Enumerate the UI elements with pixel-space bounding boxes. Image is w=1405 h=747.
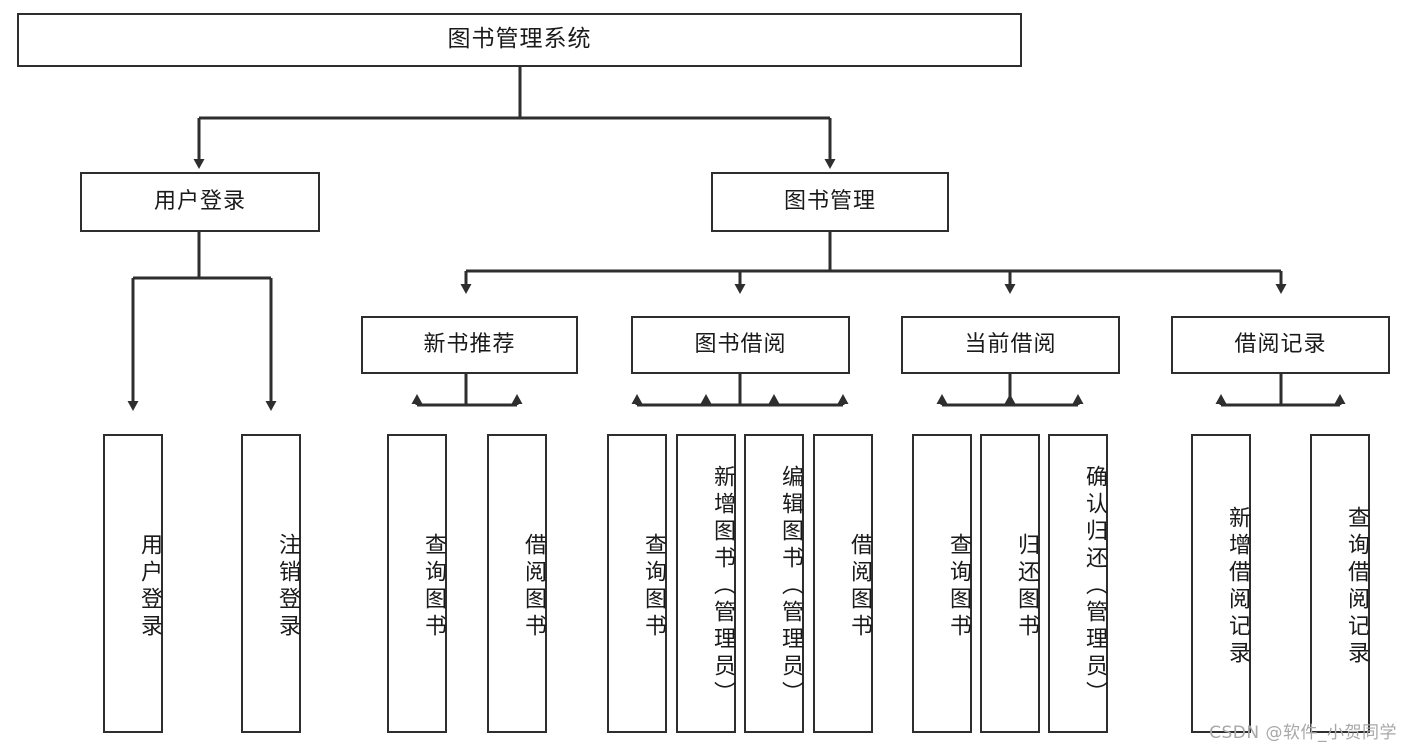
- csdn-watermark: CSDN @软件_小贺同学: [1209, 723, 1397, 743]
- leaf-confirm-return-label: 确认归还（管理员）: [1082, 465, 1107, 708]
- leaf-edit-book-label: 编辑图书（管理员）: [778, 465, 803, 708]
- node-current-borrow[interactable]: 当前借阅: [901, 316, 1120, 374]
- leaf-add-book[interactable]: 新增图书（管理员）: [676, 434, 736, 733]
- node-borrow-record-label: 借阅记录: [1234, 331, 1327, 357]
- node-book-borrow-label: 图书借阅: [694, 331, 787, 357]
- node-root[interactable]: 图书管理系统: [17, 13, 1022, 67]
- node-new-book-recommend[interactable]: 新书推荐: [361, 316, 578, 374]
- node-user-login-label: 用户登录: [153, 188, 246, 214]
- node-book-borrow[interactable]: 图书借阅: [631, 316, 850, 374]
- node-current-borrow-label: 当前借阅: [964, 331, 1057, 357]
- leaf-edit-book[interactable]: 编辑图书（管理员）: [744, 434, 804, 733]
- node-new-book-recommend-label: 新书推荐: [423, 331, 516, 357]
- leaf-query-book-3[interactable]: 查询图书: [912, 434, 972, 733]
- leaf-logout-login-label: 注销登录: [275, 532, 300, 641]
- leaf-query-book-1[interactable]: 查询图书: [387, 434, 447, 733]
- leaf-add-record-label: 新增借阅记录: [1225, 505, 1250, 668]
- node-user-login[interactable]: 用户登录: [80, 172, 320, 232]
- node-root-label: 图书管理系统: [447, 26, 592, 53]
- leaf-query-book-2-label: 查询图书: [641, 532, 666, 641]
- leaf-borrow-book-1[interactable]: 借阅图书: [487, 434, 547, 733]
- leaf-user-login[interactable]: 用户登录: [103, 434, 163, 733]
- leaf-add-book-label: 新增图书（管理员）: [710, 465, 735, 708]
- leaf-borrow-book-1-label: 借阅图书: [521, 532, 546, 641]
- leaf-query-book-3-label: 查询图书: [946, 532, 971, 641]
- leaf-return-book[interactable]: 归还图书: [980, 434, 1040, 733]
- leaf-query-record[interactable]: 查询借阅记录: [1310, 434, 1370, 733]
- node-book-manage[interactable]: 图书管理: [711, 172, 949, 232]
- leaf-borrow-book-2-label: 借阅图书: [847, 532, 872, 641]
- node-borrow-record[interactable]: 借阅记录: [1171, 316, 1390, 374]
- leaf-query-book-2[interactable]: 查询图书: [607, 434, 667, 733]
- leaf-confirm-return[interactable]: 确认归还（管理员）: [1048, 434, 1108, 733]
- leaf-query-record-label: 查询借阅记录: [1344, 505, 1369, 668]
- leaf-logout-login[interactable]: 注销登录: [241, 434, 301, 733]
- leaf-add-record[interactable]: 新增借阅记录: [1191, 434, 1251, 733]
- leaf-borrow-book-2[interactable]: 借阅图书: [813, 434, 873, 733]
- leaf-return-book-label: 归还图书: [1014, 532, 1039, 641]
- node-book-manage-label: 图书管理: [783, 188, 876, 214]
- leaf-user-login-label: 用户登录: [137, 532, 162, 641]
- leaf-query-book-1-label: 查询图书: [421, 532, 446, 641]
